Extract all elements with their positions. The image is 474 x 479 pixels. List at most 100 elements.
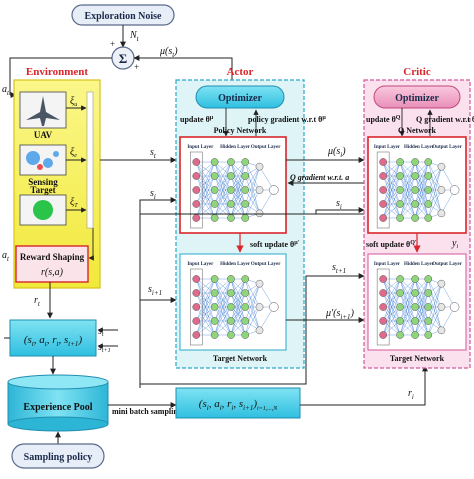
critic-target-net-node bbox=[379, 303, 388, 311]
actor-target-net-output-layer-label: Output Layer bbox=[251, 262, 281, 267]
actor-target-net-edge bbox=[245, 278, 260, 308]
policy-net-node bbox=[241, 186, 250, 194]
policy-net-input-layer-label: Input Layer bbox=[187, 145, 214, 150]
critic-soft-update-label: soft update θQ' bbox=[366, 240, 417, 249]
action-line-left bbox=[9, 57, 112, 95]
critic-target-net-node bbox=[396, 303, 404, 311]
q-net-node bbox=[424, 172, 433, 180]
actor-soft-update-label: soft update θμ' bbox=[250, 240, 300, 249]
sensing-label: Sensing bbox=[28, 177, 58, 187]
policy-net-edge bbox=[196, 175, 215, 219]
critic-target-net-node bbox=[379, 275, 388, 283]
minibatch-box bbox=[175, 387, 301, 419]
si1-right-label: st+1 bbox=[332, 262, 346, 275]
critic-target-net-edge bbox=[399, 306, 416, 336]
si-to-critic-arrow bbox=[315, 207, 365, 214]
policy-net-node bbox=[269, 185, 279, 195]
critic-target-net-node bbox=[396, 331, 404, 339]
si1-label: si+1 bbox=[148, 284, 162, 297]
policy-net-node bbox=[227, 186, 235, 194]
critic-target-network-label: Target Network bbox=[390, 354, 445, 363]
policy-net-node bbox=[241, 214, 250, 222]
critic-target-net-node bbox=[411, 275, 419, 283]
actor-target-net-edge bbox=[196, 278, 215, 322]
critic-target-net-edge bbox=[383, 306, 401, 336]
critic-target-net-edge bbox=[428, 292, 442, 331]
q-net-node bbox=[396, 186, 404, 194]
batch-to-critic bbox=[300, 365, 428, 406]
noise-symbol: Nt bbox=[129, 30, 140, 43]
reward-fn: r(s,a) bbox=[41, 267, 64, 278]
policy-network-label: Policy Network bbox=[214, 126, 267, 135]
q-net-edge bbox=[428, 175, 442, 214]
critic-target-net-input-layer-label: Input Layer bbox=[374, 262, 401, 267]
st1-small: st+1 bbox=[98, 342, 111, 354]
q-net-node bbox=[396, 200, 404, 208]
critic-target-net-edge bbox=[428, 283, 442, 308]
actor-target-net-edge bbox=[196, 292, 215, 336]
q-net-node bbox=[396, 158, 404, 166]
policy-net-node bbox=[210, 158, 219, 166]
target-icon bbox=[33, 200, 53, 220]
q-net-node bbox=[379, 186, 388, 194]
actor-target-net-edge bbox=[214, 292, 232, 336]
uav-label: UAV bbox=[34, 130, 53, 140]
mu-si-label: μ(si) bbox=[327, 146, 346, 159]
policy-net-node bbox=[192, 200, 201, 208]
policy-net-edge bbox=[214, 161, 232, 191]
pool-top bbox=[7, 374, 109, 390]
critic-title: Critic bbox=[403, 66, 431, 78]
critic-update-label: update θQ bbox=[366, 115, 401, 124]
policy-net-node bbox=[192, 186, 201, 194]
actor-target-net-edge bbox=[214, 278, 232, 308]
actor-target-network-label: Target Network bbox=[213, 354, 268, 363]
critic-target-net-node bbox=[424, 317, 433, 325]
mu-prime-label: μ'(si+1) bbox=[325, 308, 355, 321]
sum-symbol: Σ bbox=[119, 51, 128, 66]
a-t-bottom: at bbox=[2, 250, 10, 263]
critic-target-net-node bbox=[379, 317, 388, 325]
actor-target-net-edge bbox=[245, 278, 260, 331]
policy-net-node bbox=[210, 214, 219, 222]
q-net-edge bbox=[428, 166, 442, 191]
actor-target-net-edge bbox=[230, 292, 246, 336]
plus-right: + bbox=[134, 62, 139, 72]
critic-target-net-node bbox=[437, 303, 446, 311]
sensing-image bbox=[19, 144, 67, 176]
pool-label: Experience Pool bbox=[23, 402, 92, 413]
critic-target-net-output-layer-label: Output Layer bbox=[432, 262, 462, 267]
actor-optimizer-label: Optimizer bbox=[218, 93, 262, 104]
yi-label: yi bbox=[451, 238, 458, 250]
q-net-node bbox=[396, 172, 404, 180]
policy-net-node bbox=[210, 200, 219, 208]
actor-target-net-node bbox=[192, 331, 201, 339]
q-net-hidden-layer-label: Hidden Layer bbox=[404, 145, 435, 150]
actor-target-net-node bbox=[241, 289, 250, 297]
q-net-edge bbox=[383, 161, 401, 191]
q-net-node bbox=[437, 209, 446, 218]
q-net-edge bbox=[382, 161, 401, 219]
critic-target-net-edge bbox=[428, 278, 442, 331]
policy-net-edge bbox=[245, 166, 260, 191]
actor-target-net-edge bbox=[230, 278, 246, 308]
policy-net-edge bbox=[230, 161, 246, 205]
sampling-policy-box bbox=[11, 443, 105, 469]
policy-net-node bbox=[210, 186, 219, 194]
critic-target-net-edge bbox=[399, 278, 416, 322]
critic-target-net-edge bbox=[399, 278, 416, 308]
q-net-edge bbox=[414, 189, 429, 219]
actor-target-net-node bbox=[227, 275, 235, 283]
policy-net-edge bbox=[245, 175, 260, 214]
sampling-policy-label: Sampling policy bbox=[24, 452, 93, 463]
policy-net-node bbox=[227, 158, 235, 166]
target-label: Target bbox=[30, 185, 55, 195]
q-net-node bbox=[424, 186, 433, 194]
policy-net-node bbox=[227, 200, 235, 208]
si-right-label: si bbox=[336, 198, 342, 211]
q-net-edge bbox=[399, 175, 416, 219]
a-t-top: at bbox=[2, 84, 10, 97]
policy-net-node bbox=[210, 172, 219, 180]
q-net-input-layer-label: Input Layer bbox=[374, 145, 401, 150]
critic-target-net-edge bbox=[428, 306, 442, 331]
